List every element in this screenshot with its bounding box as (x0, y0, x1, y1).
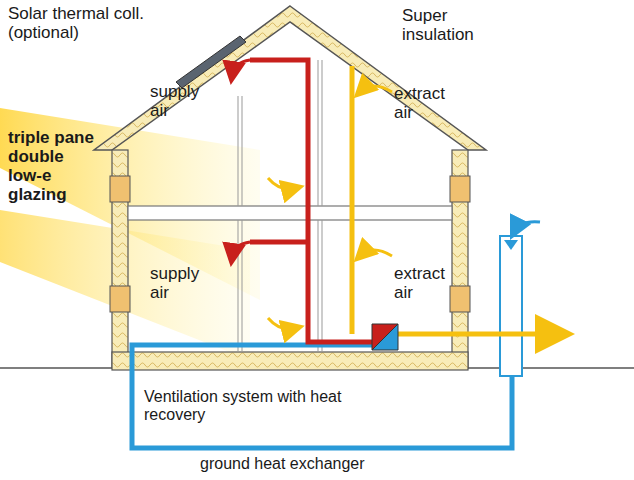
extract-air-label: extract air (394, 264, 452, 302)
ventilation-label: Ventilation system with heat recovery (144, 388, 384, 424)
supply-air-label: supply air (150, 264, 212, 302)
supply-air-label: supply air (150, 82, 212, 120)
glazing-label: triple pane double low-e glazing (8, 128, 98, 204)
insulation-label: Super insulation (402, 6, 502, 44)
ground-exchanger-label: ground heat exchanger (200, 455, 460, 473)
collector-label: Solar thermal coll. (optional) (8, 4, 178, 42)
extract-air-label: extract air (394, 84, 452, 122)
